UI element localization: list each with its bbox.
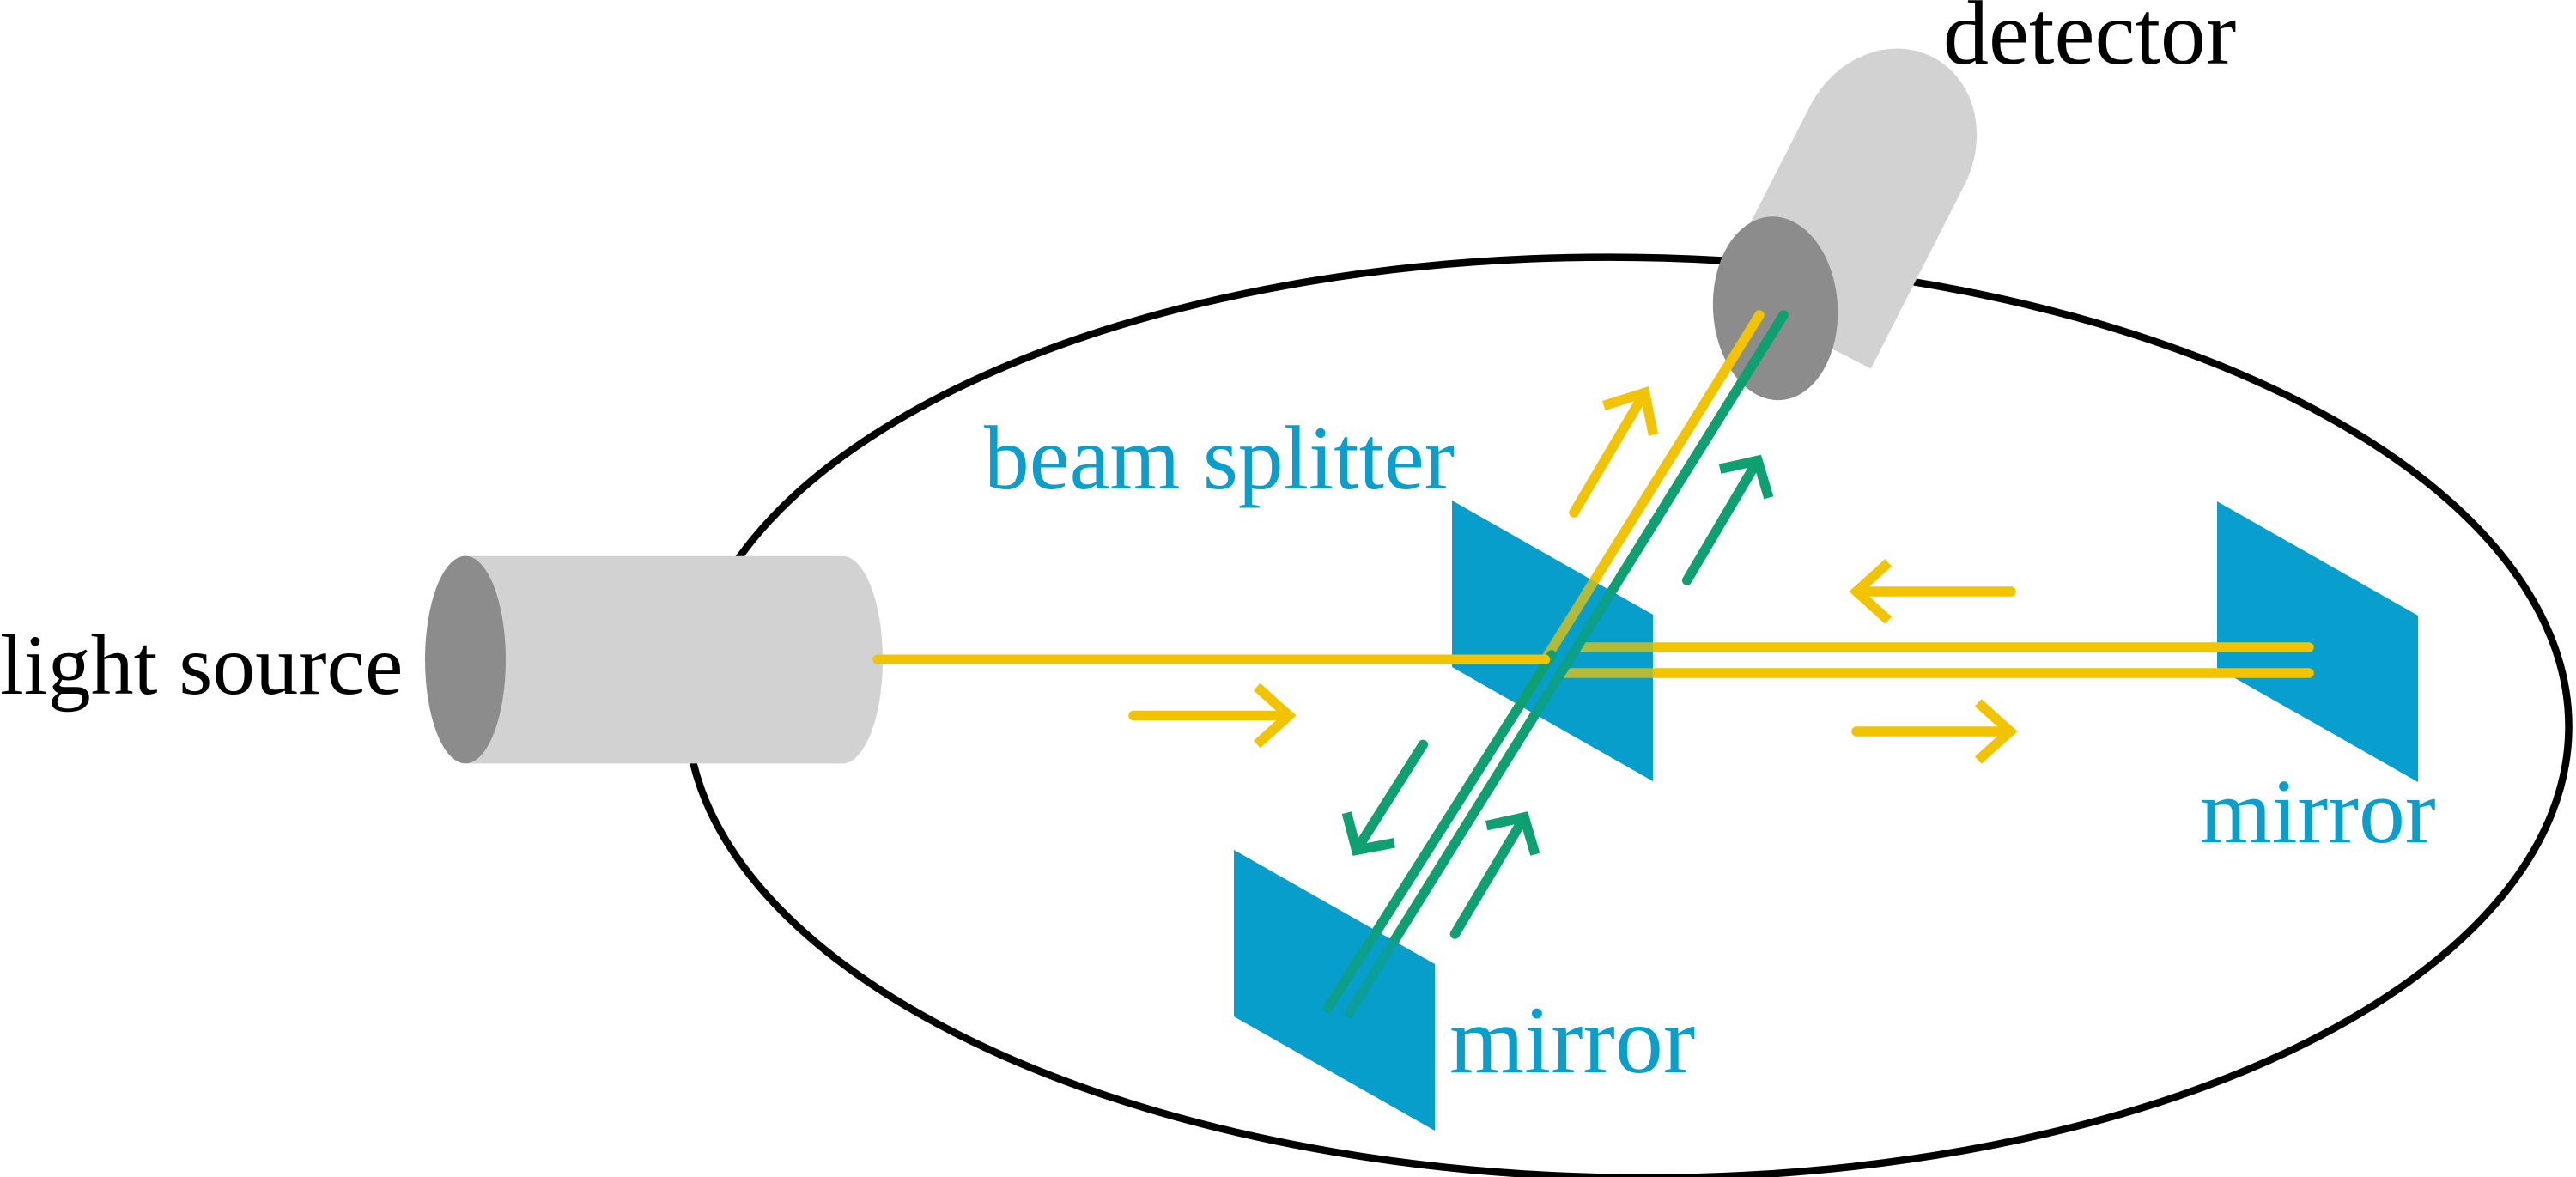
svg-text:mirror: mirror	[1449, 987, 1695, 1094]
svg-text:beam splitter: beam splitter	[984, 408, 1455, 508]
svg-text:light source: light source	[0, 617, 403, 713]
svg-text:detector: detector	[1943, 0, 2236, 83]
svg-text:mirror: mirror	[2200, 761, 2436, 863]
